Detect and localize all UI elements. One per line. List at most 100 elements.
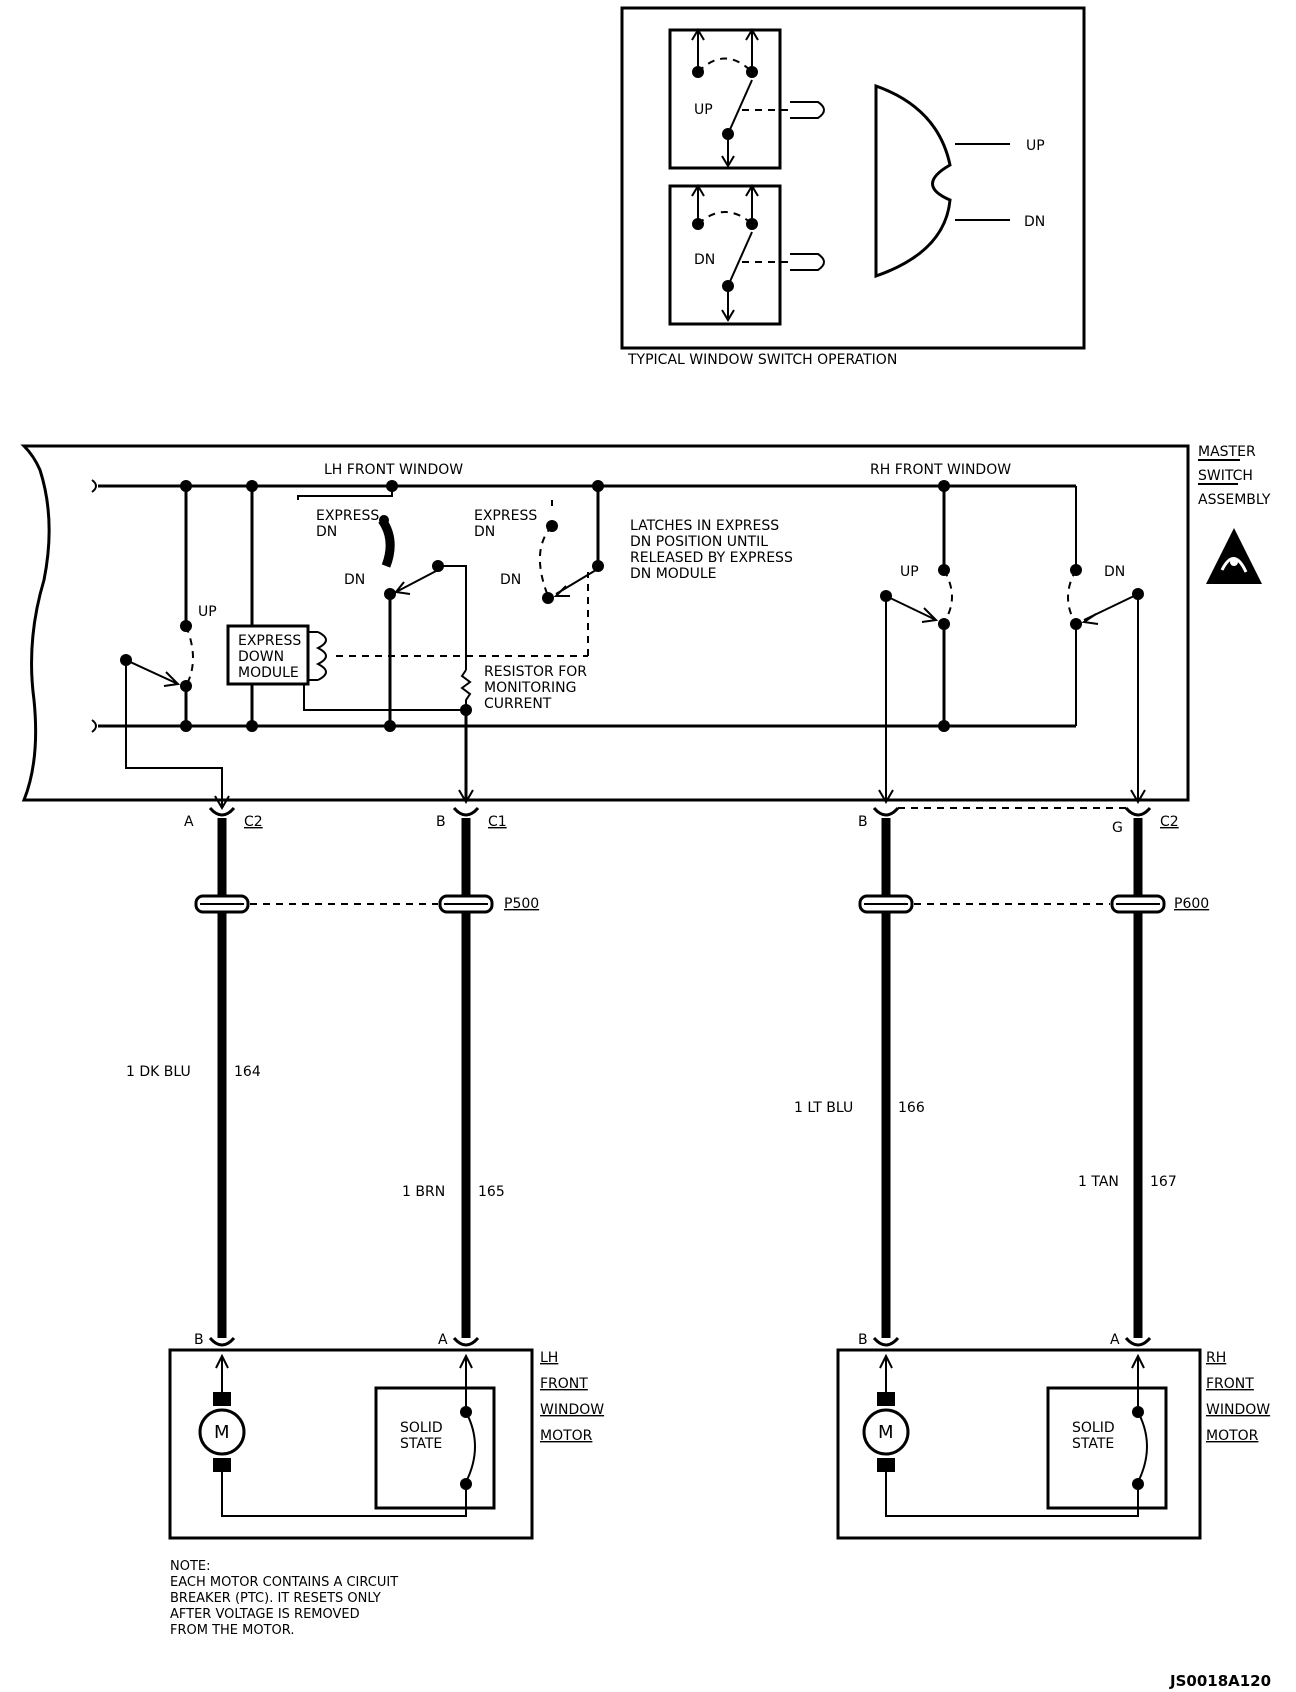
resistor-line-2: MONITORING <box>484 680 576 696</box>
ptc-note: NOTE:EACH MOTOR CONTAINS A CIRCUITBREAKE… <box>170 1559 398 1638</box>
inset-dn-switch-label: DN <box>694 252 715 268</box>
rh-motor-symbol: M <box>878 1422 894 1443</box>
express-down-module: EXPRESS DOWN MODULE <box>226 480 589 732</box>
lh-solid-state-line-2: STATE <box>400 1436 442 1452</box>
conn-pin-b-rh: B <box>858 814 868 830</box>
connector-b-rh: B <box>858 806 900 830</box>
rh-motor-title-2: FRONT <box>1206 1376 1254 1392</box>
lh-solid-state-breaker <box>374 1386 496 1510</box>
express-dn-a-line-2: DN <box>316 524 337 540</box>
wire-164-circuit: 164 <box>234 1064 261 1080</box>
lh-motor-symbol: M <box>214 1422 230 1443</box>
master-title-1: MASTER <box>1198 444 1256 460</box>
inset-caption: TYPICAL WINDOW SWITCH OPERATION <box>627 352 897 368</box>
wire-167-color: 1 TAN <box>1078 1174 1119 1190</box>
wire-165-circuit: 165 <box>478 1184 505 1200</box>
esd-warning-icon <box>1206 528 1262 584</box>
lh-up-switch: UP <box>120 480 230 810</box>
conn-c2-left: C2 <box>244 814 263 830</box>
rh-front-window-label: RH FRONT WINDOW <box>870 462 1011 478</box>
lh-motor-title-1: LH <box>540 1350 558 1366</box>
rh-motor-icon <box>862 1408 910 1456</box>
lh-motor-title-4: MOTOR <box>540 1428 593 1444</box>
lh-front-window-label: LH FRONT WINDOW <box>324 462 463 478</box>
inset-dn-switch: DN <box>668 184 825 326</box>
master-title-3: ASSEMBLY <box>1198 492 1271 508</box>
note-line-5: FROM THE MOTOR. <box>170 1623 294 1638</box>
module-line-3: MODULE <box>238 665 299 681</box>
lh-motor-title-3: WINDOW <box>540 1402 604 1418</box>
rh-motor-pin-b: B <box>858 1332 868 1348</box>
rh-motor-pin-a: A <box>1110 1332 1120 1348</box>
latch-line-4: DN MODULE <box>630 566 716 582</box>
rh-solid-state-breaker <box>1046 1386 1168 1510</box>
lh-motor-title-2: FRONT <box>540 1376 588 1392</box>
dn-a-label: DN <box>344 572 365 588</box>
passthrough-p600: P600 <box>858 894 1209 914</box>
master-title-2: SWITCH <box>1198 468 1253 484</box>
latch-line-2: DN POSITION UNTIL <box>630 534 768 550</box>
express-dn-b-line-2: DN <box>474 524 495 540</box>
express-dn-b-line-1: EXPRESS <box>474 508 537 524</box>
wire-166-circuit: 166 <box>898 1100 925 1116</box>
knob-dn-label: DN <box>1024 214 1045 230</box>
lh-solid-state-line-1: SOLID <box>400 1420 443 1436</box>
switch-operation-inset: UP DN UP DN TYPICAL WINDOW S <box>620 6 1086 368</box>
rh-motor-title-3: WINDOW <box>1206 1402 1270 1418</box>
latch-line-3: RELEASED BY EXPRESS <box>630 550 793 566</box>
figure-id: JS0018A120 <box>1169 1672 1271 1690</box>
lh-up-label: UP <box>198 604 217 620</box>
lh-express-dn-switch-a: EXPRESS DN DN RESISTOR FOR MONITORING CU… <box>297 480 587 804</box>
passthrough-p500: P500 <box>194 894 539 914</box>
conn-pin-g: G <box>1112 820 1123 836</box>
p500-label: P500 <box>504 896 539 912</box>
lh-motor-pin-b: B <box>194 1332 204 1348</box>
wire-165-color: 1 BRN <box>402 1184 445 1200</box>
note-line-3: BREAKER (PTC). IT RESETS ONLY <box>170 1591 381 1606</box>
rh-solid-state-line-2: STATE <box>1072 1436 1114 1452</box>
knob-up-label: UP <box>1026 138 1045 154</box>
module-line-2: DOWN <box>238 649 284 665</box>
rh-solid-state-line-1: SOLID <box>1072 1420 1115 1436</box>
rh-up-switch: UP <box>878 480 953 804</box>
resistor-line-3: CURRENT <box>484 696 552 712</box>
conn-c1: C1 <box>488 814 507 830</box>
wire-167-circuit: 167 <box>1150 1174 1177 1190</box>
note-line-1: NOTE: <box>170 1559 211 1574</box>
wire-164-color: 1 DK BLU <box>126 1064 191 1080</box>
conn-pin-a: A <box>184 814 194 830</box>
express-dn-a-line-1: EXPRESS <box>316 508 379 524</box>
inset-up-switch-label: UP <box>694 102 713 118</box>
harness: A C2 B C1 B G C2 P500 <box>126 806 1209 1338</box>
inset-frame <box>620 6 1086 350</box>
connector-c1-b: B C1 <box>436 806 507 830</box>
dn-b-label: DN <box>500 572 521 588</box>
rh-dn-label: DN <box>1104 564 1125 580</box>
rh-motor-housing <box>836 1348 1202 1540</box>
module-line-1: EXPRESS <box>238 633 301 649</box>
note-line-2: EACH MOTOR CONTAINS A CIRCUIT <box>170 1575 398 1590</box>
master-switch-assembly: MASTER SWITCH ASSEMBLY LH FRONT WINDOW R… <box>20 444 1271 810</box>
p600-label: P600 <box>1174 896 1209 912</box>
latch-line-1: LATCHES IN EXPRESS <box>630 518 779 534</box>
note-line-4: AFTER VOLTAGE IS REMOVED <box>170 1607 360 1622</box>
rh-motor-title-4: MOTOR <box>1206 1428 1259 1444</box>
lh-motor-pin-a: A <box>438 1332 448 1348</box>
master-switch-outline <box>20 444 1190 802</box>
conn-pin-b-c1: B <box>436 814 446 830</box>
wire-166-color: 1 LT BLU <box>794 1100 853 1116</box>
lh-motor-housing <box>168 1348 534 1540</box>
lh-express-dn-switch-b: EXPRESS DN DN LATCHES IN EXPRESS DN POSI… <box>474 480 793 604</box>
lh-motor-icon <box>198 1408 246 1456</box>
rh-motor-title-1: RH <box>1206 1350 1226 1366</box>
rocker-knob: UP DN <box>874 83 1045 279</box>
conn-c2-right: C2 <box>1160 814 1179 830</box>
rh-up-label: UP <box>900 564 919 580</box>
connector-c2-g: G C2 <box>1112 806 1179 836</box>
connector-c2-a: A C2 <box>184 806 263 830</box>
rh-dn-switch: DN <box>1067 486 1146 804</box>
resistor-line-1: RESISTOR FOR <box>484 664 587 680</box>
